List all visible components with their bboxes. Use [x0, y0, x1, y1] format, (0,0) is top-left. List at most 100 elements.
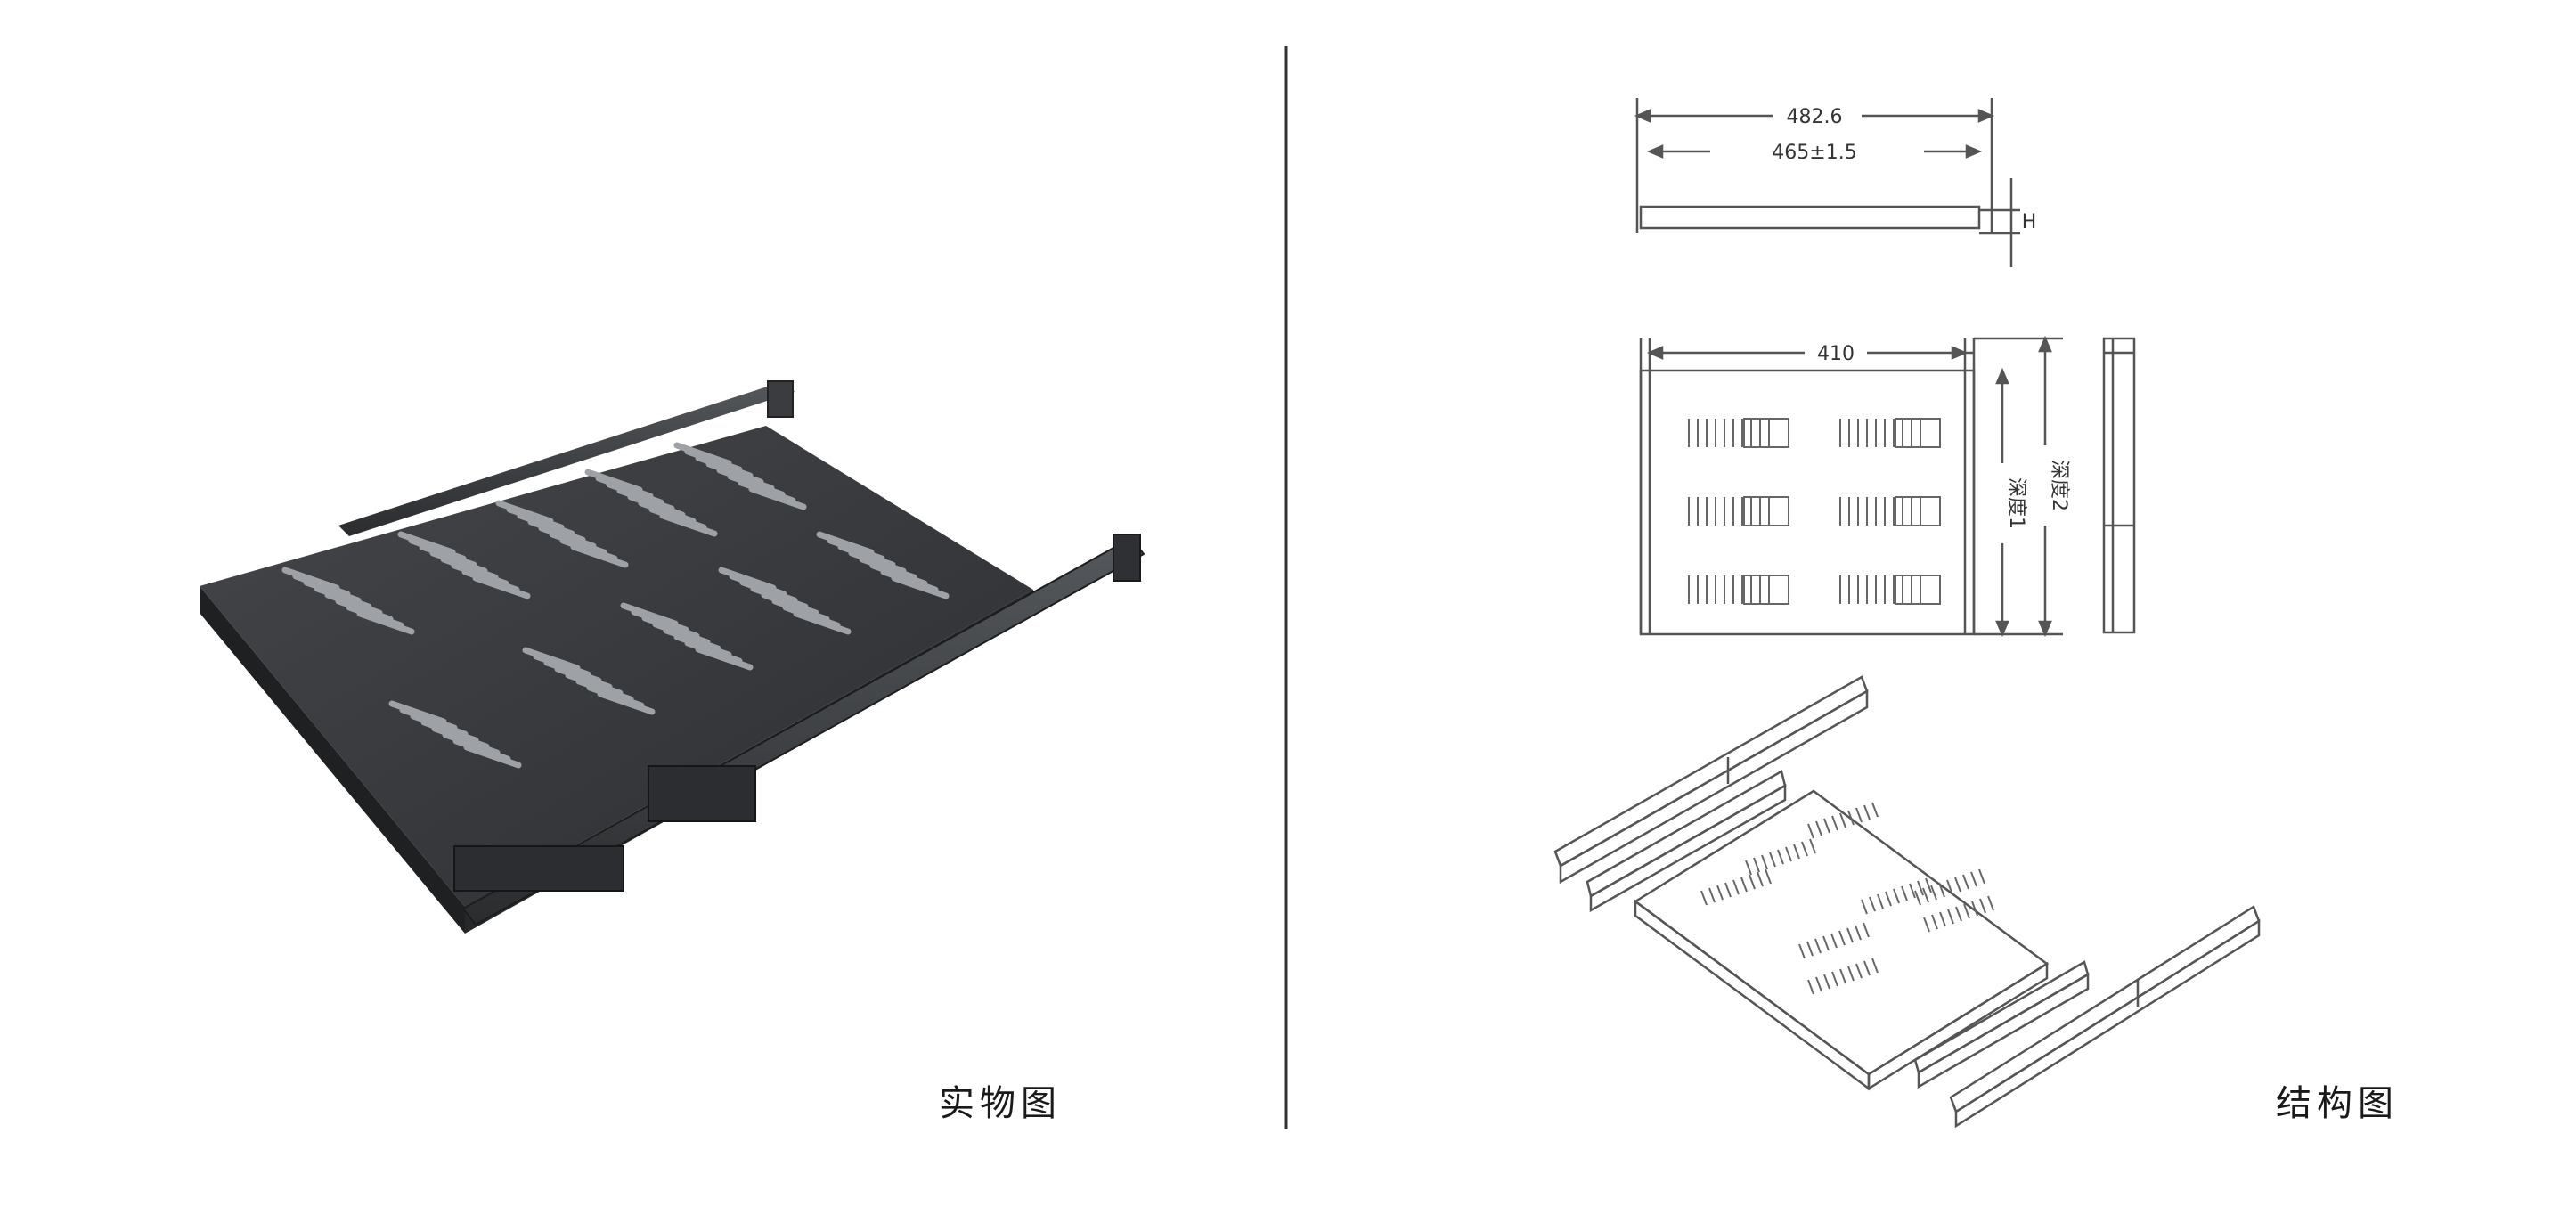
dim-outer-width: 482.6: [1787, 106, 1843, 128]
vent-slot: [748, 485, 807, 510]
plan-slot-frame: [1895, 418, 1941, 448]
iso-slot: [1806, 941, 1814, 957]
iso-vent-slots: [1700, 802, 1994, 995]
iso-slot: [1931, 914, 1938, 930]
iso-slot: [1847, 810, 1855, 826]
iso-slot: [1839, 968, 1846, 984]
dim-depth-1: 深度1: [2005, 477, 2027, 529]
dimension-labels: 482.6 465±1.5 H 410 深度1 深度2: [1772, 106, 2070, 529]
iso-slot: [1855, 925, 1862, 941]
iso-slot: [1753, 857, 1760, 873]
iso-slot: [1809, 838, 1816, 854]
iso-slot: [1777, 849, 1784, 865]
iso-slot: [1917, 880, 1924, 896]
vent-slots: [281, 442, 950, 769]
vent-slot: [570, 543, 629, 568]
side-view: [2102, 337, 2136, 634]
iso-slot: [1815, 976, 1822, 992]
iso-slot: [1769, 852, 1776, 868]
tray-photo: [200, 380, 1145, 934]
iso-slot: [1740, 877, 1748, 893]
plan-slot-frame: [1895, 496, 1941, 526]
iso-slot: [1962, 874, 1969, 890]
iso-slot: [1885, 891, 1892, 907]
iso-slot: [1861, 899, 1868, 915]
iso-slot: [1807, 979, 1814, 995]
photo-caption: 实物图: [939, 1083, 1062, 1124]
tray-front-edge: [200, 586, 465, 934]
iso-slot: [1863, 922, 1870, 938]
iso-slot: [1708, 887, 1716, 903]
iso-slot: [1757, 871, 1764, 887]
structure-drawings: [1553, 98, 2261, 1129]
iso-slot: [1814, 938, 1822, 954]
iso-slot: [1893, 888, 1900, 904]
iso-slot: [1946, 879, 1953, 895]
exploded-view: [1553, 675, 2261, 1129]
iso-slot: [1963, 903, 1970, 919]
vent-slot: [793, 610, 852, 635]
iso-slot: [1954, 877, 1961, 893]
iso-slot: [1914, 890, 1921, 906]
iso-slot: [1855, 807, 1863, 823]
iso-slot: [1822, 935, 1830, 951]
iso-slot: [1938, 882, 1945, 898]
tray-top: [200, 426, 1033, 907]
iso-slot: [1939, 911, 1946, 927]
vent-slot: [659, 512, 718, 537]
slide-block-lower: [453, 845, 624, 892]
vent-slot: [597, 690, 656, 715]
back-rail: [338, 381, 795, 536]
back-bracket: [767, 380, 794, 418]
dim-mount-width: 465±1.5: [1772, 142, 1856, 164]
iso-slot: [1947, 909, 1954, 925]
iso-slot: [1863, 804, 1871, 820]
vent-slot: [695, 646, 754, 671]
plan-slot-frame: [1743, 496, 1789, 526]
iso-slot: [1700, 890, 1708, 906]
iso-slot: [1838, 930, 1846, 946]
iso-slot: [1846, 927, 1854, 943]
vent-slot: [891, 575, 950, 599]
vent-slot: [356, 610, 415, 635]
iso-slot: [1971, 901, 1978, 917]
iso-slot: [1761, 854, 1768, 870]
iso-slot: [1749, 874, 1756, 890]
iso-slot: [1823, 818, 1830, 834]
front-bracket: [1113, 534, 1141, 582]
dim-depth-2: 深度2: [2048, 460, 2070, 511]
iso-slot: [1955, 906, 1962, 922]
iso-slot: [1798, 943, 1806, 959]
iso-slot: [1785, 846, 1792, 862]
iso-slot: [1823, 974, 1830, 990]
iso-slot: [1831, 815, 1838, 831]
structure-caption: 结构图: [2276, 1083, 2399, 1124]
plan-vent-slots: [1688, 418, 1941, 605]
iso-slot: [1925, 877, 1932, 893]
iso-slot: [1930, 885, 1937, 901]
front-rail: [461, 536, 1145, 926]
iso-slot: [1922, 887, 1929, 903]
iso-slot: [1745, 860, 1752, 876]
plan-slot-frame: [1743, 418, 1789, 448]
iso-slot: [1987, 895, 1994, 911]
vent-slot: [472, 575, 531, 599]
iso-slot: [1793, 844, 1800, 860]
iso-slot: [1830, 933, 1838, 949]
iso-slot: [1869, 896, 1876, 912]
iso-slot: [1716, 885, 1724, 901]
iso-slot: [1839, 812, 1846, 828]
iso-slot: [1877, 893, 1884, 909]
iso-slot: [1765, 868, 1772, 885]
iso-slot: [1970, 871, 1977, 887]
iso-slot: [1978, 868, 1985, 885]
iso-slot: [1863, 960, 1871, 976]
plan-slot-frame: [1895, 575, 1941, 605]
iso-slot: [1871, 802, 1879, 818]
iso-slot: [1831, 971, 1838, 987]
iso-slot: [1979, 898, 1986, 914]
iso-slot: [1732, 879, 1740, 895]
iso-slot: [1847, 966, 1855, 982]
